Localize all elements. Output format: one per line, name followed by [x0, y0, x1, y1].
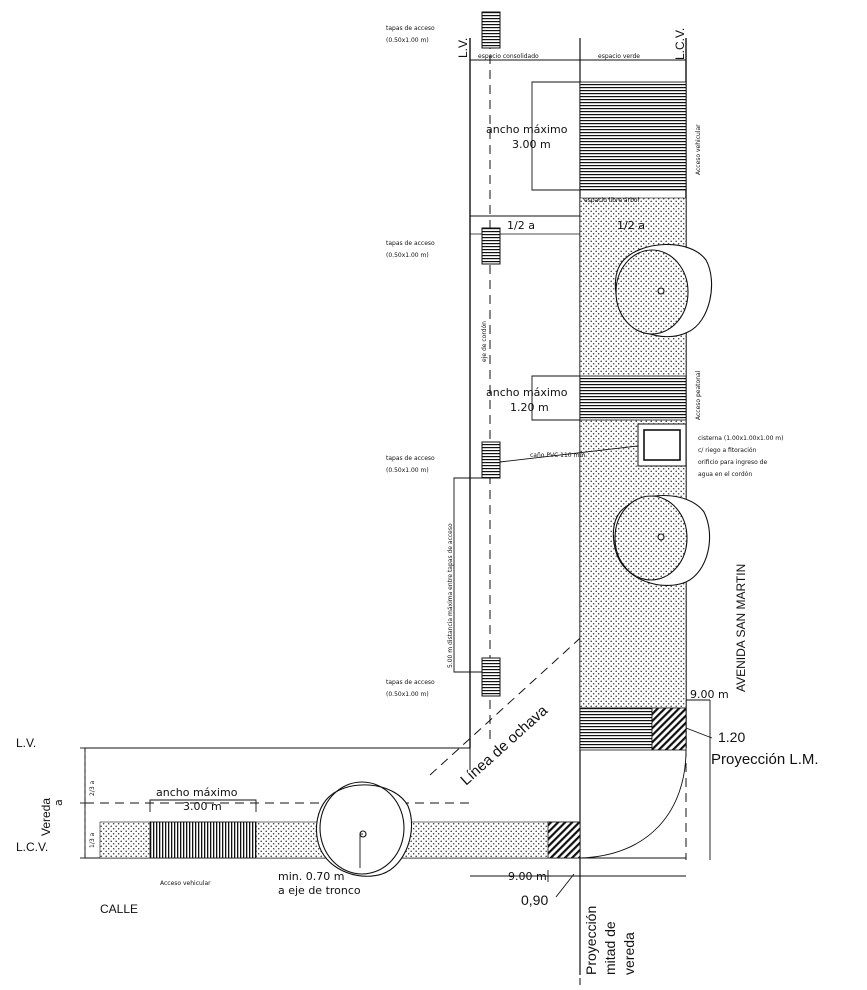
corner-hatch-right	[651, 707, 687, 751]
dimension-lines	[80, 81, 713, 898]
proyeccion-mitad-line2: mitad de	[602, 921, 618, 975]
cistern-icon	[637, 423, 687, 467]
one-twenty-label: 1.20	[718, 729, 745, 745]
proyeccion-lm-label: Proyección L.M.	[711, 751, 819, 768]
tapas-label-1b: (0.50x1.00 m)	[386, 37, 429, 44]
tapas-label-3b: (0.50x1.00 m)	[386, 467, 429, 474]
ancho-max-1-label: ancho máximo	[486, 123, 568, 136]
linea-ochava-label: Línea de ochava	[457, 702, 551, 789]
tree-icon	[612, 495, 711, 586]
proyeccion-mitad-line1: Proyección	[583, 906, 599, 975]
espacio-verde-label: espacio verde	[598, 53, 640, 60]
tapas-label-3a: tapas de acceso	[386, 455, 435, 462]
corner-hatch-bottom	[547, 821, 581, 859]
espacio-libre-label: espacio libre árbol	[584, 197, 640, 204]
tapas-label-1a: tapas de acceso	[386, 25, 435, 32]
avenida-label: AVENIDA SAN MARTIN	[734, 564, 748, 692]
access-covers	[481, 11, 501, 697]
tapas-label-4a: tapas de acceso	[386, 679, 435, 686]
a-eje-tronco-label: a eje de tronco	[278, 884, 361, 897]
tapas-label-2a: tapas de acceso	[386, 240, 435, 247]
acceso-vehicular-2-label: Acceso vehicular	[160, 880, 211, 887]
ancho-max-3-label: ancho máximo	[156, 786, 238, 799]
vehicular-access-stripes-corner	[579, 707, 653, 751]
nine-bottom-label: 9.00 m	[508, 870, 547, 883]
tree-icon	[614, 243, 713, 338]
cisterna-label-1: cisterna (1.00x1.00x1.00 m)	[698, 435, 784, 442]
acceso-peatonal-label: Acceso peatonal	[695, 370, 702, 420]
zero-ninety-label: 0,90	[521, 892, 548, 908]
tapas-label-2b: (0.50x1.00 m)	[386, 252, 429, 259]
cisterna-label-3: orificio para ingreso de	[698, 459, 767, 466]
cano-pvc-label: caño PVC 110 mm	[530, 452, 585, 459]
vereda-label: Vereda	[39, 798, 53, 836]
frac-top-label: 2/3 a	[89, 780, 96, 796]
lv-top-label: L.V.	[456, 38, 470, 58]
ancho-max-2-label: ancho máximo	[486, 386, 568, 399]
cisterna-label-4: agua en el cordón	[698, 471, 752, 478]
ancho-max-3-value: 3.00 m	[183, 800, 222, 813]
tapas-label-4b: (0.50x1.00 m)	[386, 691, 429, 698]
ancho-max-2-value: 1.20 m	[510, 401, 549, 414]
lcv-left-label: L.C.V.	[16, 840, 48, 854]
a-label: a	[52, 799, 65, 806]
half-a-right-label: 1/2 a	[617, 219, 645, 232]
pedestrian-access-stripes	[579, 375, 687, 421]
calle-label: CALLE	[100, 902, 138, 916]
nine-right-label: 9.00 m	[690, 688, 729, 701]
ancho-max-1-value: 3.00 m	[512, 138, 551, 151]
cisterna-label-2: c/ riego a fitoración	[698, 447, 757, 454]
espacio-consolidado-label: espacio consolidado	[478, 53, 539, 60]
lv-left-label: L.V.	[16, 736, 36, 750]
distance-note-label: 5.00 m distancia máxima entre tapas de a…	[447, 523, 454, 668]
min-070-label: min. 0.70 m	[278, 870, 344, 883]
half-a-left-label: 1/2 a	[507, 219, 535, 232]
vehicular-access-stripes-top	[579, 81, 687, 191]
vehicular-access-stripes-bottom	[149, 821, 257, 859]
tree-icon	[315, 781, 412, 877]
frac-bottom-label: 1/3 a	[89, 832, 96, 848]
eje-de-cordon-label: eje de cordón	[481, 321, 488, 362]
proyeccion-mitad-line3: vereda	[621, 932, 637, 975]
acceso-vehicular-1-label: Acceso vehicular	[695, 124, 702, 175]
lcv-top-label: L.C.V.	[673, 28, 687, 60]
